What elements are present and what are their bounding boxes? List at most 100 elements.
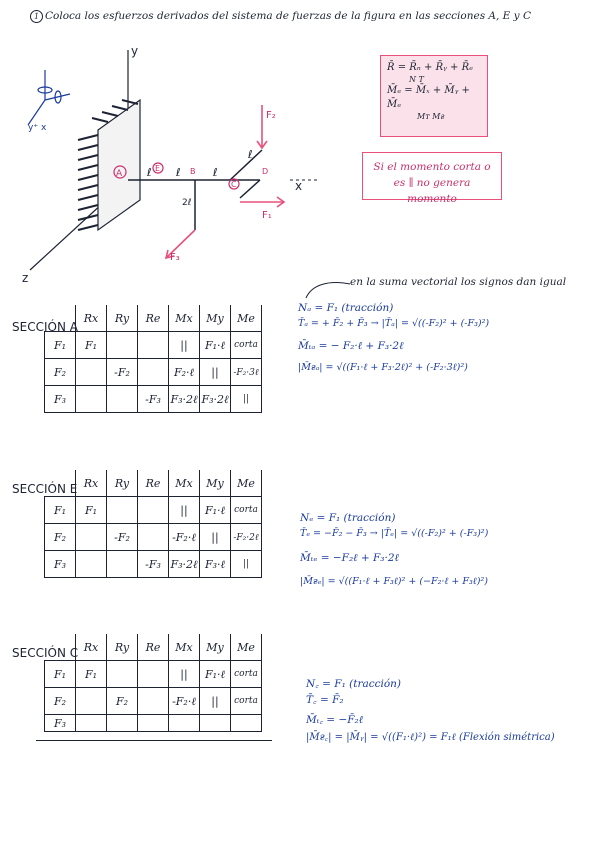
table-cell: F₁·ℓ bbox=[199, 496, 231, 524]
force-f2-label: F₂ bbox=[266, 110, 276, 121]
axis-z-label: z bbox=[22, 271, 28, 285]
section-c-table: Rx Ry Re Mx My Me F₁ F₁ || F₁·ℓ corta F₂… bbox=[44, 634, 262, 732]
table-cell: corta bbox=[230, 496, 262, 524]
table-cell bbox=[137, 496, 169, 524]
table-cell bbox=[75, 385, 107, 413]
force-label: F₃ bbox=[44, 550, 76, 578]
col-header: My bbox=[199, 634, 231, 661]
force-f1-label: F₁ bbox=[262, 210, 272, 221]
table-cell bbox=[106, 550, 138, 578]
table-cell: corta bbox=[230, 331, 262, 359]
force-f3-arrow-icon bbox=[164, 229, 196, 260]
wall-support bbox=[77, 98, 141, 232]
table-cell: F₁ bbox=[75, 496, 107, 524]
table-cell bbox=[230, 714, 262, 732]
mini-axes-label: y⁺ x bbox=[28, 123, 47, 133]
length-l-2: ℓ bbox=[175, 166, 181, 179]
table-cell bbox=[137, 714, 169, 732]
col-header: Ry bbox=[106, 470, 138, 497]
table-cell: F₁ bbox=[75, 660, 107, 688]
length-l-4: ℓ bbox=[247, 148, 253, 161]
table-cell bbox=[137, 687, 169, 715]
title-text: Coloca los esfuerzos derivados del siste… bbox=[45, 10, 531, 22]
note-line-2: es ∥ no genera momento bbox=[393, 177, 471, 205]
note-box: Si el momento corta o es ∥ no genera mom… bbox=[362, 152, 502, 205]
table-cell: corta bbox=[230, 660, 262, 688]
col-header: Re bbox=[137, 305, 169, 332]
corner-cell bbox=[45, 305, 76, 332]
table-cell: F₃·2ℓ bbox=[168, 385, 200, 413]
equation: Nₐ = F₁ (tracción) bbox=[298, 302, 394, 314]
table-cell: -F₂ bbox=[106, 523, 138, 551]
equation: |M̄ғ꜀| = |M̄ᵧ| = √((F₁·ℓ)²) = F₁ℓ (Flexi… bbox=[306, 732, 555, 743]
equation: |M̄ғₐ| = √((F₁·ℓ + F₃·2ℓ)² + (-F₂·3ℓ)²) bbox=[298, 362, 468, 373]
equation: M̄ₜₐ = − F₂·ℓ + F₃·2ℓ bbox=[298, 340, 404, 352]
table-header-row: Rx Ry Re Mx My Me bbox=[45, 305, 262, 332]
axis-x-label: x bbox=[295, 179, 302, 193]
point-a-label: A bbox=[116, 169, 123, 179]
force-diagram: y⁺ x y z x A E B C D ℓ ℓ ℓ ℓ 2ℓ F₂ bbox=[22, 44, 320, 285]
force-label: F₂ bbox=[44, 358, 76, 386]
table-cell: || bbox=[168, 496, 200, 524]
table-cell bbox=[106, 714, 138, 732]
table-cell: F₂ bbox=[106, 687, 138, 715]
table-row: F₁ F₁ || F₁·ℓ corta bbox=[44, 496, 262, 524]
formula-line-2-sub: Mᴛ Mғ bbox=[417, 112, 445, 121]
table-cell: -F₃ bbox=[137, 550, 169, 578]
table-cell bbox=[75, 358, 107, 386]
mini-axes-icon bbox=[27, 70, 71, 126]
table-cell bbox=[137, 331, 169, 359]
table-header-row: Rx Ry Re Mx My Me bbox=[45, 470, 262, 497]
table-row: F₁ F₁ || F₁·ℓ corta bbox=[44, 331, 262, 359]
beam-arm-down bbox=[239, 179, 261, 199]
table-cell: F₃·2ℓ bbox=[168, 550, 200, 578]
table-row: F₁ F₁ || F₁·ℓ corta bbox=[44, 660, 262, 688]
section-e-equations: Nₑ = F₁ (tracción) T̄ₑ = −F̄₂ − F̄₃ → |T… bbox=[300, 510, 488, 590]
table-cell: F₁·ℓ bbox=[199, 660, 231, 688]
equation: T̄ₑ = −F̄₂ − F̄₃ → |T̄ₑ| = √((-F₂)² + (-… bbox=[300, 528, 489, 539]
section-e-table: Rx Ry Re Mx My Me F₁ F₁ || F₁·ℓ corta F₂… bbox=[44, 470, 262, 578]
col-header: Rx bbox=[75, 470, 107, 497]
table-header-row: Rx Ry Re Mx My Me bbox=[45, 634, 262, 661]
section-a-label: SECCIÓN A bbox=[12, 320, 78, 334]
corner-cell bbox=[45, 634, 76, 661]
force-label: F₂ bbox=[44, 523, 76, 551]
point-a-marker bbox=[113, 165, 127, 179]
exercise-number: 1 bbox=[30, 10, 43, 23]
table-cell bbox=[168, 714, 200, 732]
formula-box: R̄ = R̄ₙ + R̄ᵧ + R̄ₑ N T M̄ₑ = M̄ₓ + M̄ᵧ… bbox=[380, 55, 488, 137]
table-cell: F₃·ℓ bbox=[199, 550, 231, 578]
section-a-table: Rx Ry Re Mx My Me F₁ F₁ || F₁·ℓ corta F₂… bbox=[44, 305, 262, 413]
table-cell: -F₃ bbox=[137, 385, 169, 413]
col-header: Me bbox=[230, 305, 262, 332]
col-header: My bbox=[199, 470, 231, 497]
col-header: Mx bbox=[168, 470, 200, 497]
equation: Nₑ = F₁ (tracción) bbox=[300, 512, 396, 524]
table-row: F₂ F₂ -F₂·ℓ || corta bbox=[44, 687, 262, 715]
table-row: F₃ -F₃ F₃·2ℓ F₃·2ℓ || bbox=[44, 385, 262, 413]
force-label: F₁ bbox=[44, 496, 76, 524]
strike-line bbox=[36, 740, 272, 741]
table-cell: -F₂·ℓ bbox=[168, 523, 200, 551]
force-label: F₁ bbox=[44, 331, 76, 359]
equation: |M̄ғₑ| = √((F₁·ℓ + F₃ℓ)² + (−F₂·ℓ + F₃ℓ)… bbox=[300, 576, 488, 587]
axis-y-label: y bbox=[131, 44, 138, 58]
col-header: Rx bbox=[75, 305, 107, 332]
table-cell: || bbox=[199, 358, 231, 386]
table-row: F₃ bbox=[44, 714, 262, 732]
table-cell bbox=[199, 714, 231, 732]
length-l-3: ℓ bbox=[212, 166, 218, 179]
note-line-1: Si el momento corta o bbox=[373, 161, 491, 173]
point-e-label: E bbox=[155, 164, 160, 173]
annotation-vector-sum: en la suma vectorial los signos dan igua… bbox=[350, 276, 567, 288]
table-row: F₂ -F₂ F₂·ℓ || -F₂·3ℓ bbox=[44, 358, 262, 386]
table-cell bbox=[106, 331, 138, 359]
col-header: Ry bbox=[106, 634, 138, 661]
col-header: Re bbox=[137, 634, 169, 661]
section-c-label: SECCIÓN C bbox=[12, 646, 79, 660]
equation: M̄ₜₑ = −F₂ℓ + F₃·2ℓ bbox=[300, 552, 399, 564]
table-cell: F₂·ℓ bbox=[168, 358, 200, 386]
table-cell: || bbox=[168, 660, 200, 688]
formula-line-1: R̄ = R̄ₙ + R̄ᵧ + R̄ₑ bbox=[387, 62, 474, 73]
